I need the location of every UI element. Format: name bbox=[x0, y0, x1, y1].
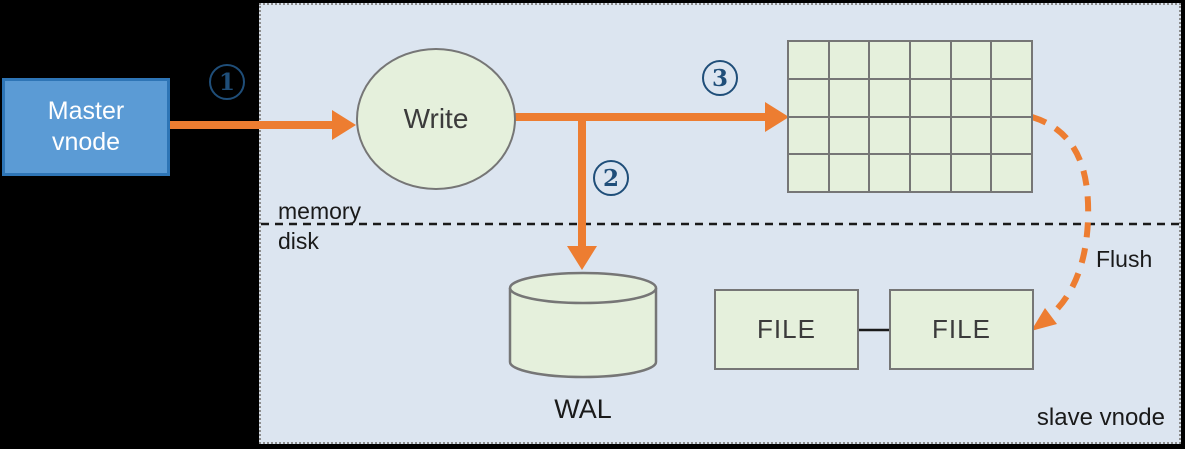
file-box-right-label: FILE bbox=[932, 314, 991, 344]
wal-label: WAL bbox=[554, 394, 612, 424]
grid-cell bbox=[829, 42, 869, 78]
step-2-badge: 2 bbox=[593, 160, 629, 196]
grid-cell bbox=[870, 155, 909, 191]
grid-cell bbox=[829, 79, 869, 116]
grid-cell bbox=[992, 42, 1031, 78]
grid-cell bbox=[789, 155, 828, 191]
file-box-left-label: FILE bbox=[757, 314, 816, 344]
grid-cell bbox=[951, 42, 991, 78]
grid-cell bbox=[992, 155, 1031, 191]
step-1-badge: 1 bbox=[209, 64, 245, 100]
master-vnode-label: Master vnode bbox=[47, 96, 125, 156]
grid-cell bbox=[870, 79, 909, 116]
grid-cell bbox=[829, 155, 869, 191]
disk-label: disk bbox=[278, 228, 319, 254]
grid-cell bbox=[951, 155, 991, 191]
slave-vnode-label: slave vnode bbox=[1036, 404, 1165, 431]
grid-cell bbox=[992, 117, 1031, 154]
grid-cell bbox=[789, 117, 828, 154]
grid-cell bbox=[789, 42, 828, 78]
grid-cell bbox=[911, 155, 950, 191]
grid-cell bbox=[951, 117, 991, 154]
file-box-right: FILE bbox=[889, 289, 1034, 370]
grid-cell bbox=[829, 117, 869, 154]
memory-label: memory bbox=[278, 198, 362, 224]
grid-cell bbox=[951, 79, 991, 116]
grid-cell bbox=[870, 117, 909, 154]
memory-table-grid bbox=[787, 40, 1033, 193]
step-3-badge: 3 bbox=[702, 60, 738, 96]
grid-cell bbox=[911, 42, 950, 78]
master-vnode-box: Master vnode bbox=[2, 78, 170, 176]
flush-label: Flush bbox=[1096, 246, 1153, 272]
grid-cell bbox=[992, 79, 1031, 116]
grid-cell bbox=[789, 79, 828, 116]
grid-cell bbox=[911, 117, 950, 154]
grid-cell bbox=[911, 79, 950, 116]
write-node: Write bbox=[356, 48, 516, 190]
write-node-label: Write bbox=[403, 103, 469, 134]
file-box-left: FILE bbox=[714, 289, 859, 370]
grid-cell bbox=[870, 42, 909, 78]
